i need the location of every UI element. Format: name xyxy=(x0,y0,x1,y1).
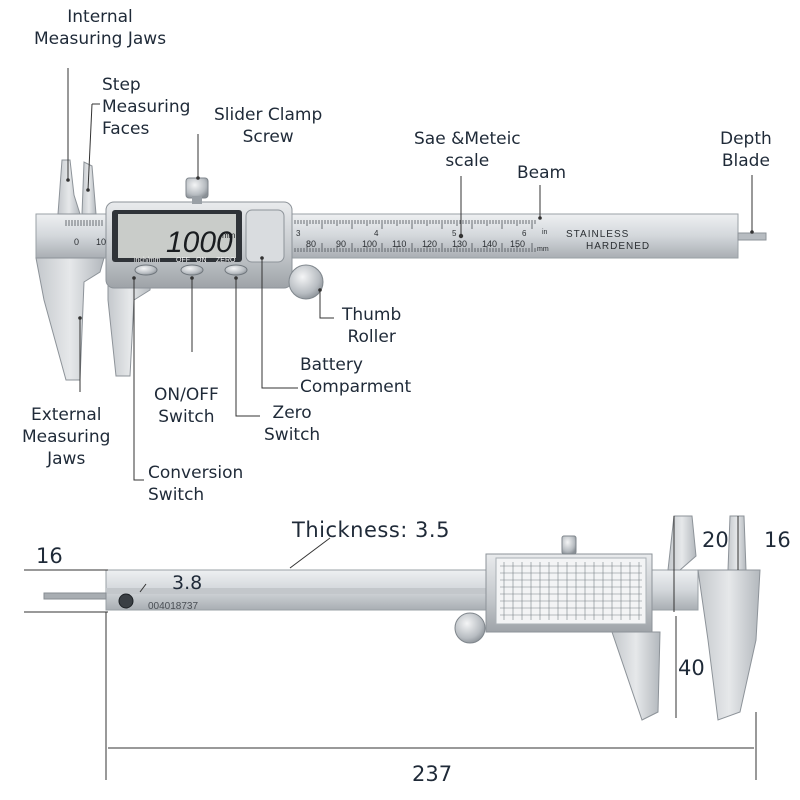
on-off-button[interactable] xyxy=(180,264,204,276)
callout-beam: Beam xyxy=(517,163,567,183)
mm-tick-label: 110 xyxy=(392,239,406,249)
dim-total-length: 237 xyxy=(412,762,453,786)
label-off: OFF xyxy=(176,257,190,264)
callout-thumb-roller: Thumb Roller xyxy=(342,305,402,347)
dim-jaw-width: 20 xyxy=(702,528,729,552)
slider-internal-jaw xyxy=(81,161,97,215)
slider-clamp-screw xyxy=(185,177,209,199)
callout-slider-clamp: Slider Clamp Screw xyxy=(214,105,323,147)
side-lower-jaw-fixed xyxy=(697,569,761,721)
dim-left-height: 16 xyxy=(36,544,63,568)
dim-thickness: Thickness: 3.5 xyxy=(292,518,450,542)
callout-scale: Sae &Meteic scale xyxy=(414,129,521,171)
callout-depth-blade: Depth Blade xyxy=(720,129,772,171)
side-fixed-upper-jaw xyxy=(727,515,747,571)
side-upper-jaw xyxy=(667,515,697,571)
mm-tick-label: 0 xyxy=(74,237,79,247)
side-thumb-roller[interactable] xyxy=(454,612,486,644)
mm-tick-label: 100 xyxy=(362,239,377,249)
lcd-reading: 1000 xyxy=(166,226,233,259)
side-beam-groove xyxy=(106,588,486,594)
dimension-lines xyxy=(24,516,757,780)
top-caliper xyxy=(35,159,767,381)
mm-tick-label: 80 xyxy=(306,239,316,249)
bottom-caliper xyxy=(43,515,761,721)
mm-tick-label: 10 xyxy=(96,237,106,247)
mm-tick-label: 140 xyxy=(482,239,497,249)
side-depth-rod xyxy=(43,592,107,600)
side-lower-jaw-moving xyxy=(611,631,661,721)
side-slider-label xyxy=(495,557,647,625)
lcd-unit: mm xyxy=(222,231,236,240)
zero-button[interactable] xyxy=(224,264,248,276)
beam-scale-ticks xyxy=(65,220,536,252)
beam-unit-in: in xyxy=(542,229,548,236)
fixed-external-jaw xyxy=(35,257,105,381)
leader-dots xyxy=(66,176,754,320)
callout-internal-jaws: Internal Measuring Jaws xyxy=(34,7,167,49)
mm-tick-label: 130 xyxy=(452,239,467,249)
label-inch-mm: inch/mm xyxy=(134,257,161,264)
dim-rod: 3.8 xyxy=(172,572,203,594)
callout-zero: Zero Switch xyxy=(264,403,321,445)
battery-compartment xyxy=(245,209,285,263)
lcd-screen xyxy=(118,214,236,258)
inch-tick-label: 6 xyxy=(522,229,527,238)
mm-tick-label: 150 xyxy=(510,239,525,249)
inch-tick-label: 4 xyxy=(374,229,379,238)
beam-unit-mm: mm xyxy=(537,246,549,253)
label-on: ON xyxy=(196,257,207,264)
label-zero: ZERO xyxy=(216,257,236,264)
beam-tick-labels: 0 10 80 90 100 110 120 130 140 150 3 4 5 6 xyxy=(74,229,527,249)
mm-tick-label: 90 xyxy=(336,239,346,249)
thumb-roller[interactable] xyxy=(288,264,324,300)
serial-number: 004018737 xyxy=(148,601,198,612)
dim-right-height: 16 xyxy=(764,528,791,552)
depth-blade xyxy=(737,232,767,241)
callout-battery: Battery Comparment xyxy=(300,355,412,397)
callout-on-off: ON/OFF Switch xyxy=(154,385,219,427)
callout-step-faces: Step Measuring Faces xyxy=(102,75,191,139)
dim-jaw-length: 40 xyxy=(678,656,705,680)
conversion-button[interactable] xyxy=(134,264,158,276)
beam-marking-hardened: HARDENED xyxy=(586,241,650,252)
inch-tick-label: 5 xyxy=(452,229,457,238)
fixed-internal-jaw xyxy=(57,159,81,215)
callout-external-jaws: External Measuring Jaws xyxy=(22,405,111,469)
leader-lines xyxy=(67,68,753,481)
inch-tick-label: 3 xyxy=(296,229,301,238)
callout-conversion: Conversion Switch xyxy=(148,463,244,505)
beam-marking-stainless: STAINLESS xyxy=(566,229,629,240)
mm-tick-label: 120 xyxy=(422,239,437,249)
